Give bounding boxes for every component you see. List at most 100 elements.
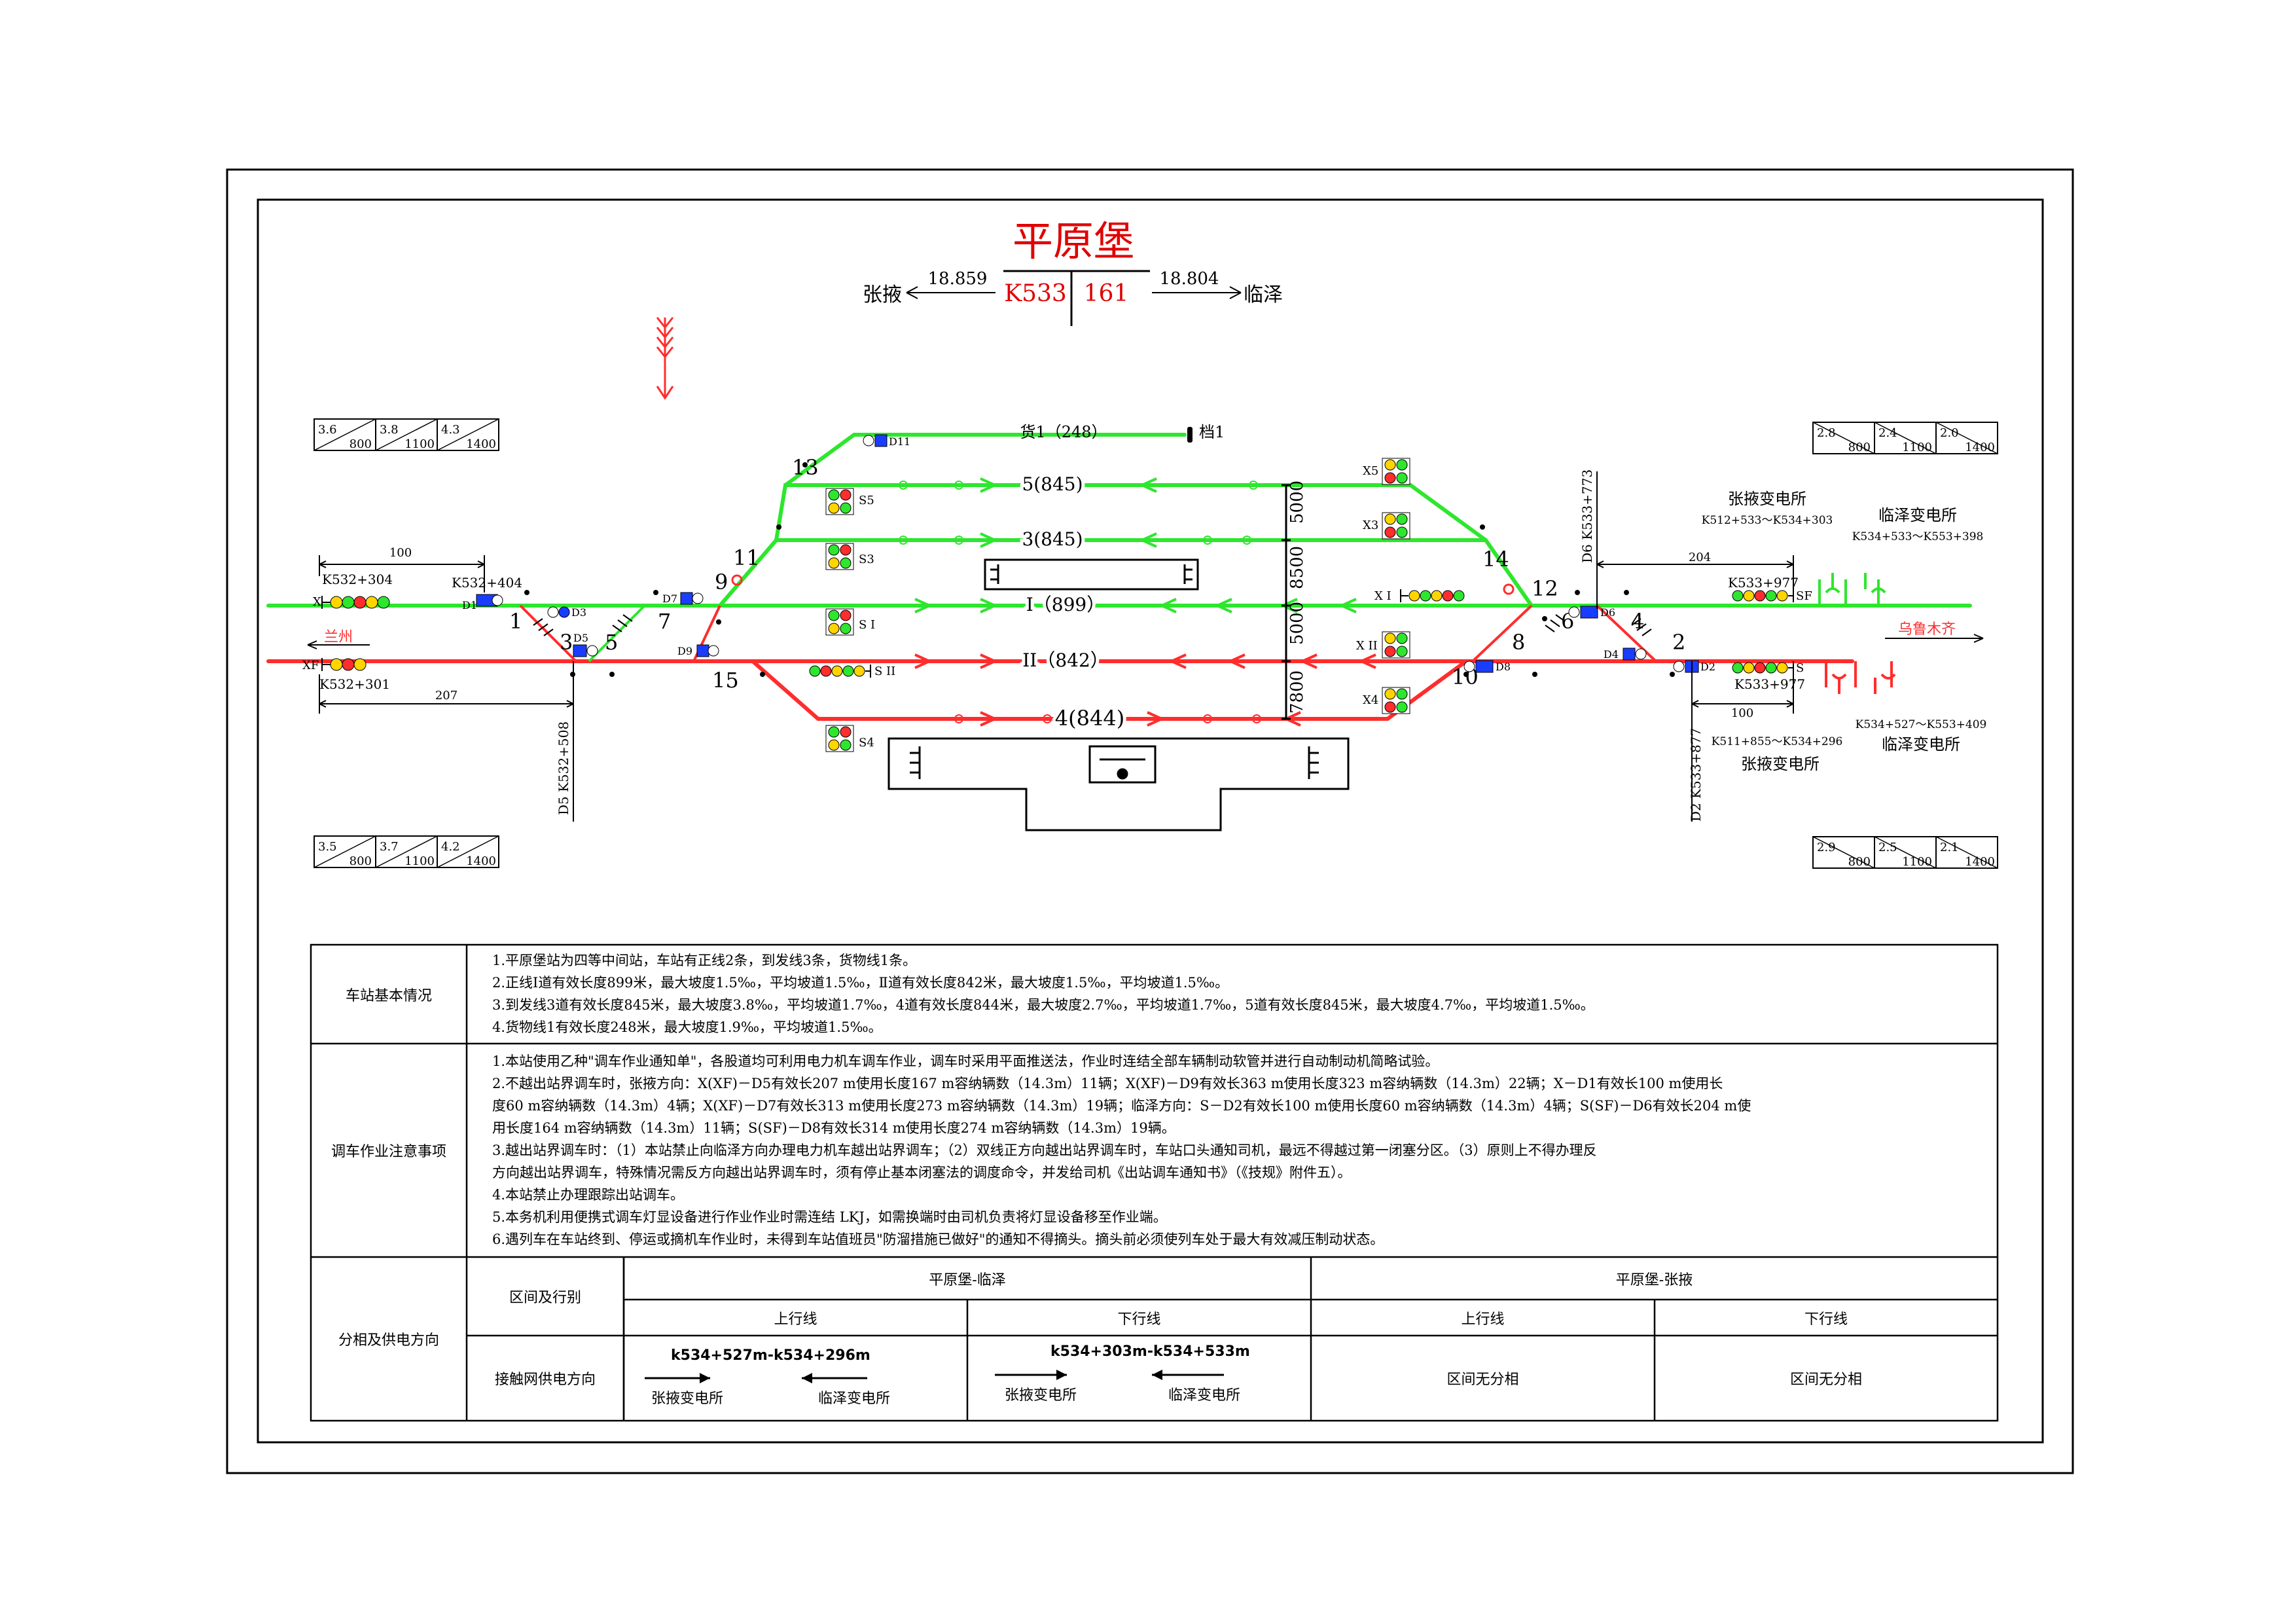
svg-text:12: 12 — [1532, 576, 1558, 601]
signal-S5 — [825, 488, 854, 515]
feed1-arrows — [645, 1373, 867, 1383]
basic-label: 车站基本情况 — [345, 987, 432, 1004]
track-3-label: 3(845) — [1022, 528, 1083, 550]
svg-text:2: 2 — [1672, 630, 1685, 655]
track-II-label: II（842） — [1022, 649, 1109, 671]
freight-track-label: 货1（248） — [1020, 423, 1107, 441]
shunt-signal-D3 — [547, 606, 570, 618]
right-arrow-head — [1229, 286, 1242, 299]
signal-X4 — [1382, 687, 1410, 714]
header-up-line-2: 上行线 — [1461, 1311, 1505, 1328]
milepost-d6: D6 K533+773 — [1579, 469, 1595, 563]
svg-text:2.4: 2.4 — [1878, 426, 1897, 440]
switch-numbers: 1 3 5 7 9 11 13 15 14 12 6 8 10 4 2 — [509, 455, 1685, 693]
green-direction-arrows — [899, 477, 1357, 613]
track-5 — [774, 483, 1488, 542]
gradient-box-bottom-right: 2.9 800 2.5 1100 2.1 1400 — [1812, 836, 1998, 869]
shunt-signal-D8 — [1463, 660, 1494, 673]
shunt-note-3: 3.越出站界调车时：（1）本站禁止向临泽方向办理电力机车越出站界调车；（2）双线… — [492, 1142, 1597, 1158]
svg-text:3.7: 3.7 — [380, 840, 399, 854]
spacing-8500: 8500 — [1287, 546, 1307, 589]
feed1-right-substation: 临泽变电所 — [818, 1391, 891, 1407]
length-204: 204 — [1689, 551, 1711, 564]
signal-D2-label: D2 — [1700, 661, 1715, 673]
signal-D1-label: D1 — [462, 599, 477, 611]
header-pyb-linze: 平原堡-临泽 — [929, 1271, 1006, 1288]
signal-D6-label: D6 — [1600, 606, 1615, 619]
shunt-notes: 1.本站使用乙种"调车作业通知单"，各股道均可利用电力机车调车作业，调车时采用平… — [492, 1050, 1751, 1250]
track-4 — [751, 659, 1468, 721]
svg-text:8: 8 — [1512, 630, 1525, 655]
milepost-k532-404: K532+404 — [452, 575, 522, 591]
km-left: K533 — [1004, 280, 1067, 307]
signal-S3-label: S3 — [859, 553, 874, 566]
shunt-signal-D2 — [1673, 660, 1699, 673]
svg-text:14: 14 — [1482, 547, 1509, 572]
substation-lz-bottom-range: K534+527～K553+409 — [1856, 718, 1987, 731]
shunt-note-3b: 方向越出站界调车，特殊情况需反方向越出站界调车时，须有停止基本闭塞法的调度命令，… — [492, 1165, 1352, 1180]
svg-text:2.8: 2.8 — [1817, 426, 1836, 440]
feed2-km: k534+303m-k534+533m — [1050, 1343, 1250, 1360]
gradient-box-top-right: 2.8 800 2.4 1100 2.0 1400 — [1812, 422, 1998, 454]
milepost-k533-977-down: K533+977 — [1734, 676, 1805, 692]
island-platform — [984, 558, 1199, 591]
svg-text:13: 13 — [792, 455, 819, 480]
svg-text:800: 800 — [1848, 441, 1871, 454]
signal-XF-label: XF — [302, 659, 319, 672]
svg-text:4: 4 — [1631, 609, 1644, 634]
length-100-right: 100 — [1731, 706, 1753, 720]
signal-S — [1732, 661, 1794, 674]
signal-XI-label: X I — [1374, 589, 1391, 603]
feed-direction-label: 接触网供电方向 — [494, 1372, 596, 1388]
feed1-left-substation: 张掖变电所 — [651, 1391, 724, 1407]
signal-SF-label: SF — [1796, 589, 1812, 603]
svg-text:4.2: 4.2 — [441, 840, 460, 854]
milepost-marks-left — [319, 555, 574, 822]
svg-text:7: 7 — [658, 609, 671, 634]
svg-text:3.6: 3.6 — [318, 423, 337, 437]
no-phase-down: 区间无分相 — [1789, 1372, 1862, 1388]
svg-text:4.3: 4.3 — [441, 423, 460, 437]
length-207: 207 — [435, 689, 457, 702]
signal-SII — [809, 665, 871, 678]
signal-SI — [825, 608, 854, 636]
shunt-note-2b: 度60 m容纳辆数（14.3m）4辆；X(XF)－D7有效长313 m使用长度2… — [492, 1098, 1751, 1114]
shunt-note-1: 1.本站使用乙种"调车作业通知单"，各股道均可利用电力机车调车作业，调车时采用平… — [492, 1053, 1439, 1069]
inner-frame — [257, 198, 2044, 1444]
signal-S5-label: S5 — [859, 494, 874, 507]
shunt-note-5: 5.本务机利用便携式调车灯显设备进行作业作业时需连结 LKJ，如需换端时由司机负… — [492, 1209, 1167, 1225]
left-direction-label: 兰州 — [324, 629, 353, 646]
shunt-signal-D1 — [476, 594, 503, 607]
svg-text:1400: 1400 — [1965, 855, 1995, 869]
outer-frame — [226, 168, 2074, 1474]
svg-text:1400: 1400 — [466, 437, 496, 451]
signal-X3 — [1382, 512, 1410, 539]
signal-SI-label: S I — [859, 618, 875, 632]
switch-9-marker — [731, 574, 743, 586]
header-down-line-1: 下行线 — [1117, 1311, 1161, 1328]
stop-buffer-icon — [1187, 427, 1193, 443]
signal-S4-label: S4 — [859, 736, 874, 750]
milepost-d5: D5 K532+508 — [556, 721, 571, 815]
svg-text:800: 800 — [1848, 855, 1871, 869]
shunt-signal-D4 — [1623, 647, 1647, 661]
no-phase-up: 区间无分相 — [1446, 1372, 1519, 1388]
track-I-label: I（899） — [1026, 594, 1105, 615]
basic-note-4: 4.货物线1有效长度248米，最大坡度1.9‰，平均坡道1.5‰。 — [492, 1019, 882, 1035]
milepost-marks-right — [1596, 471, 1794, 822]
svg-text:800: 800 — [350, 854, 372, 868]
svg-text:2.5: 2.5 — [1878, 841, 1897, 854]
info-table-grid — [310, 943, 1999, 1422]
svg-text:3.5: 3.5 — [318, 840, 337, 854]
substation-lz-top: 临泽变电所 — [1878, 506, 1957, 524]
shunt-signal-D5 — [573, 644, 598, 657]
insulated-joints — [533, 614, 1652, 636]
milepost-k532-301: K532+301 — [319, 676, 390, 692]
shunt-signal-D11 — [863, 434, 888, 447]
basic-note-3: 3.到发线3道有效长度845米，最大坡度3.8‰，平均坡道1.7‰，4道有效长度… — [492, 997, 1594, 1013]
shunt-signal-D7 — [680, 592, 704, 605]
svg-text:1: 1 — [509, 609, 522, 634]
station-title: 平原堡 — [1013, 217, 1134, 265]
signal-D8-label: D8 — [1496, 661, 1511, 673]
track-5-label: 5(845) — [1022, 473, 1083, 495]
